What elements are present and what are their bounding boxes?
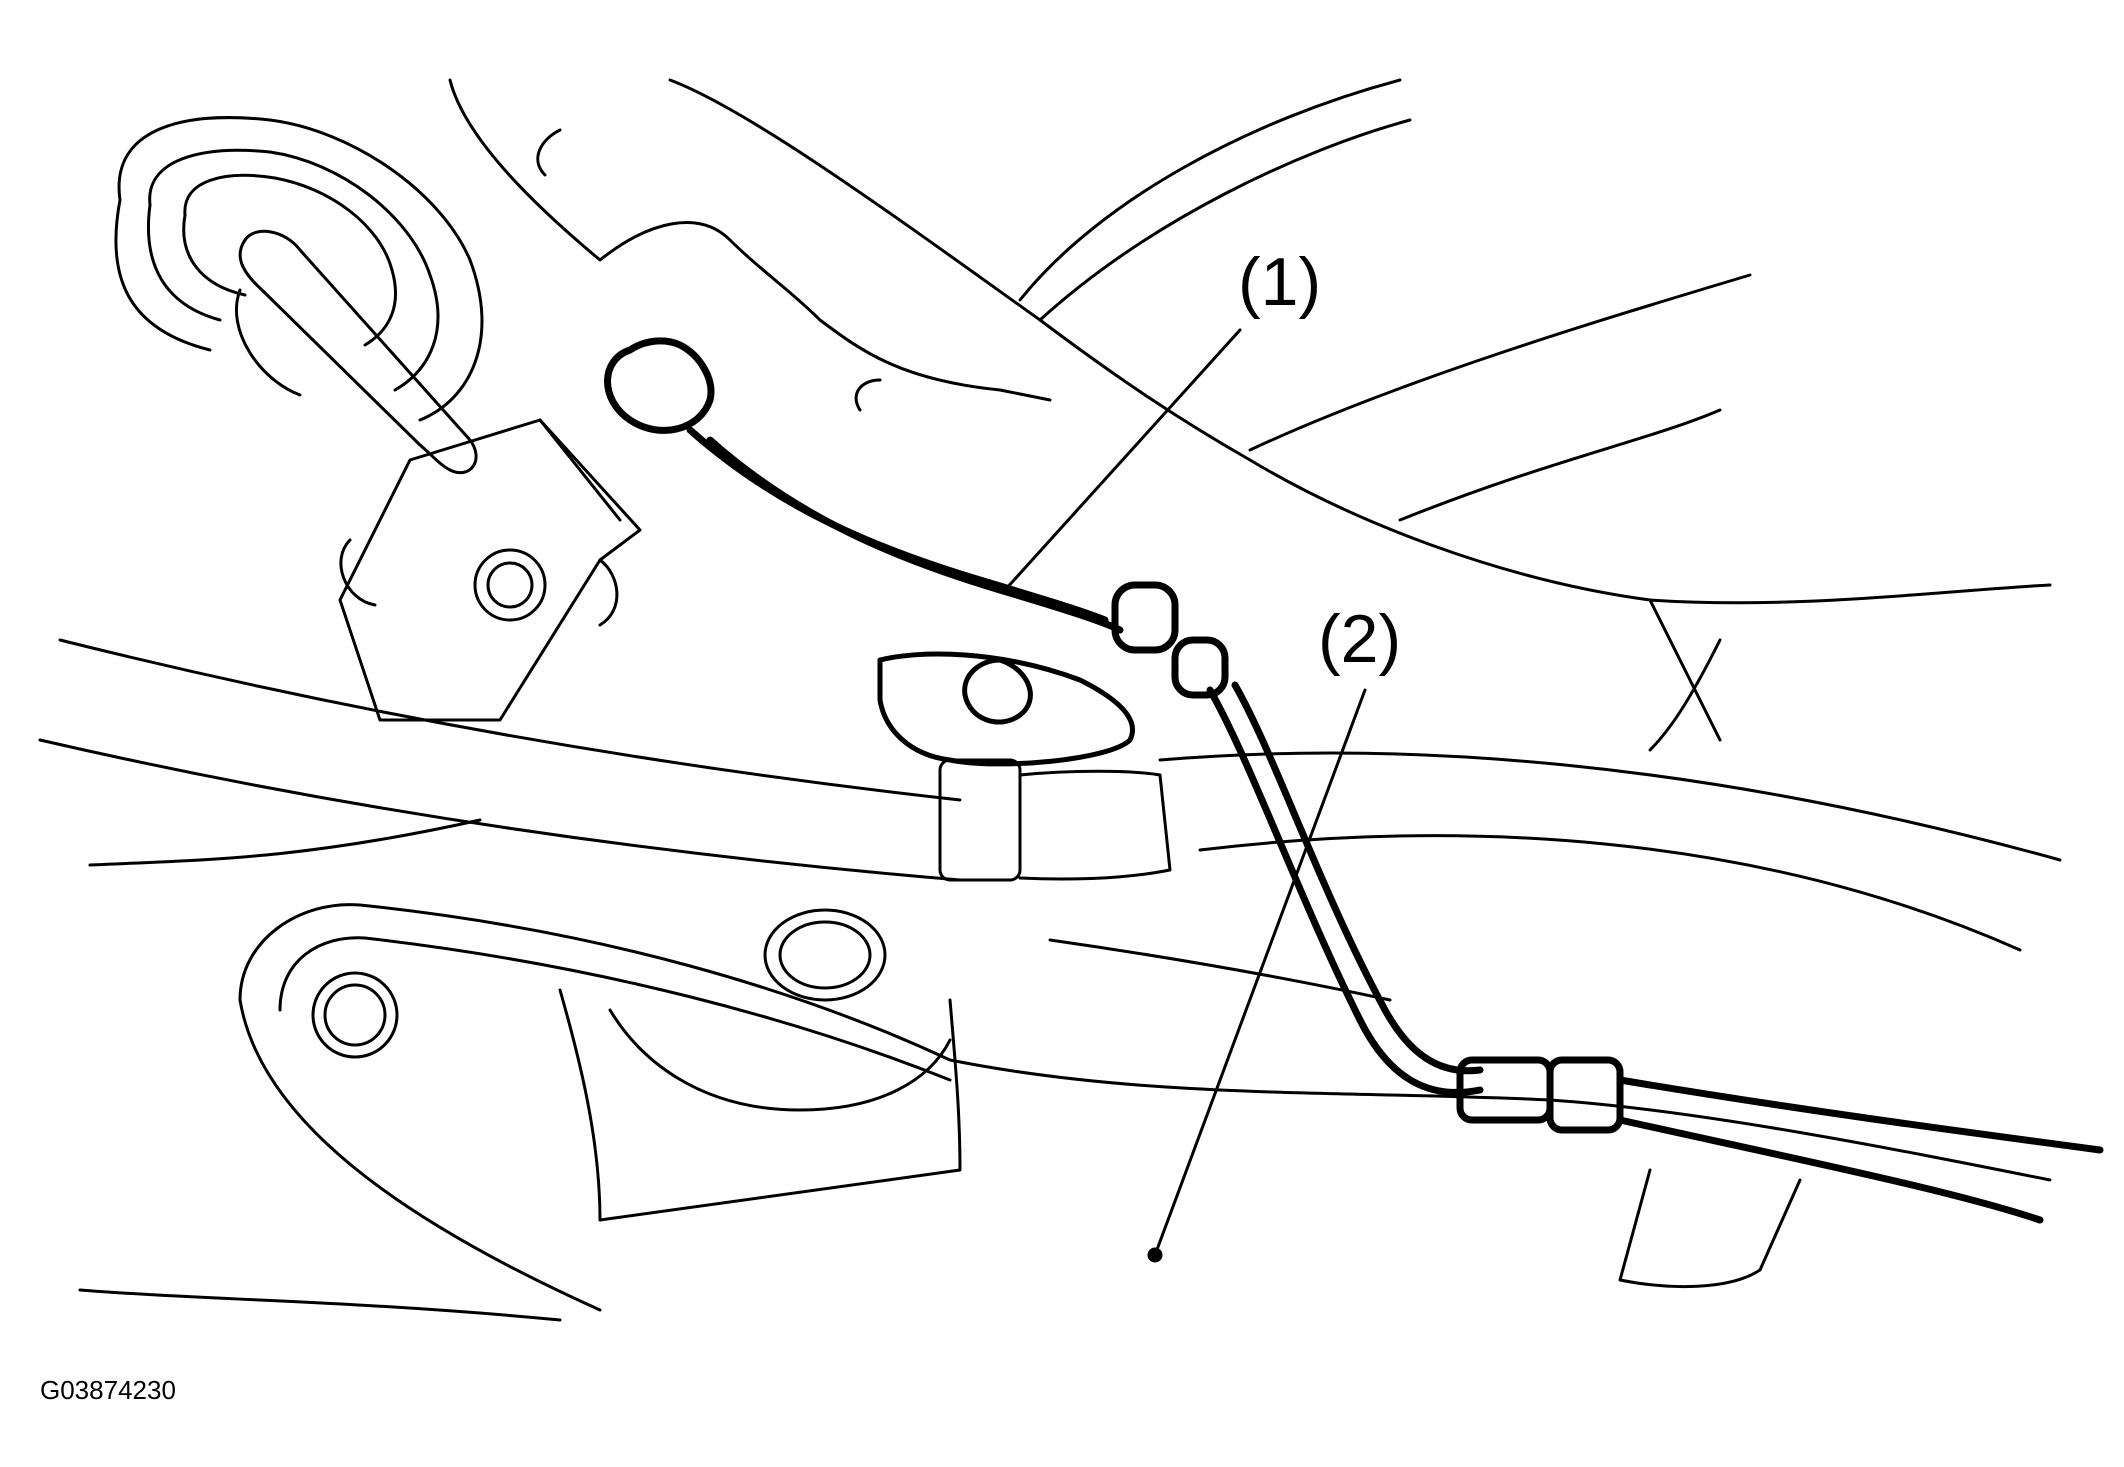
figure-code: G03874230 bbox=[40, 1375, 176, 1405]
callout-2-label: (2) bbox=[1318, 601, 1402, 677]
brake-hose bbox=[604, 337, 2104, 1224]
leader-line-1 bbox=[1003, 328, 1242, 592]
lower-arm bbox=[78, 903, 2052, 1322]
callout-1-label: (1) bbox=[1238, 244, 1322, 320]
hose-bracket bbox=[877, 651, 1135, 767]
frame-lines bbox=[448, 78, 2052, 752]
upper-mount-bracket bbox=[114, 116, 642, 722]
leader-line-2 bbox=[1153, 688, 1367, 1257]
leader-dot-2 bbox=[1147, 1247, 1163, 1263]
